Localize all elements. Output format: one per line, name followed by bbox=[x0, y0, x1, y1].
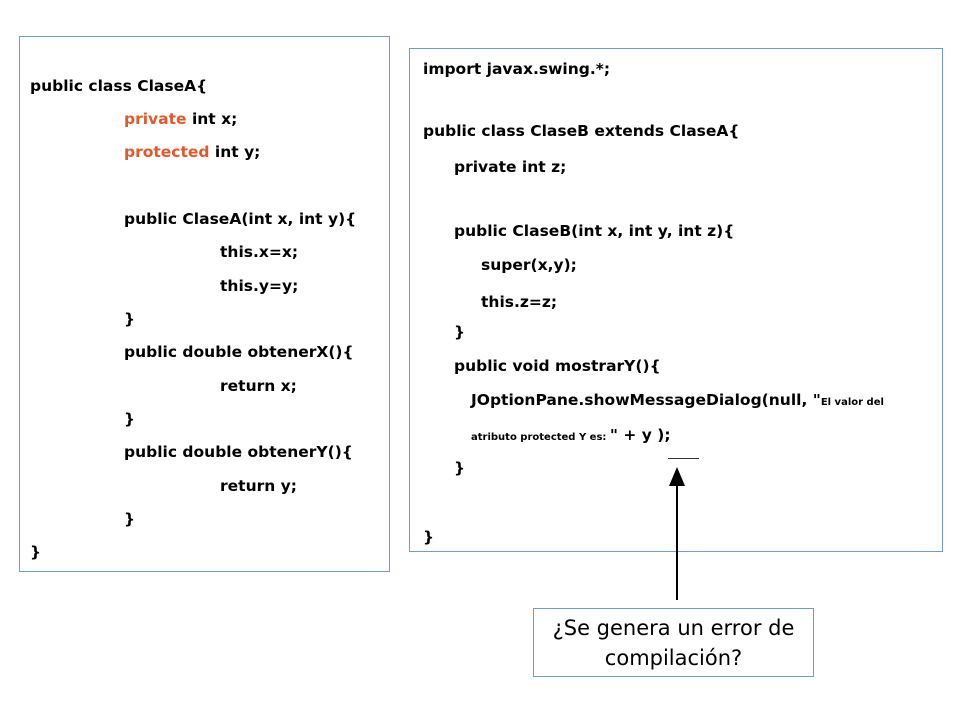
dialog-call-start: JOptionPane.showMessageDialog(null, " bbox=[471, 391, 821, 409]
return-x: return x; bbox=[220, 377, 297, 395]
assign-z: this.z=z; bbox=[481, 293, 558, 311]
dialog-call-line1: JOptionPane.showMessageDialog(null, "El … bbox=[471, 390, 884, 413]
dialog-call-end: " + y ); bbox=[609, 426, 671, 444]
y-underline bbox=[668, 458, 699, 459]
mostrar-y-method: public void mostrarY(){ bbox=[454, 357, 661, 375]
callout-line2: compilación? bbox=[604, 645, 743, 670]
private-keyword: private bbox=[124, 110, 187, 128]
super-call: super(x,y); bbox=[481, 256, 577, 274]
close-constructor-a: } bbox=[124, 310, 136, 328]
obtener-y-method: public double obtenerY(){ bbox=[124, 443, 353, 461]
clase-b-constructor: public ClaseB(int x, int y, int z){ bbox=[454, 222, 735, 240]
close-constructor-b: } bbox=[454, 323, 466, 341]
field-y-rest: int y; bbox=[209, 143, 261, 161]
dialog-call-line2: atributo protected Y es: " + y ); bbox=[471, 425, 671, 448]
clase-b-declaration: public class ClaseB extends ClaseA{ bbox=[423, 122, 740, 140]
close-clase-b: } bbox=[423, 528, 435, 546]
clase-b-code-panel bbox=[409, 48, 943, 552]
field-y-line: protected int y; bbox=[124, 142, 260, 162]
clase-a-constructor: public ClaseA(int x, int y){ bbox=[124, 210, 357, 228]
clase-a-declaration: public class ClaseA{ bbox=[30, 77, 208, 95]
protected-keyword: protected bbox=[124, 143, 210, 161]
close-obtener-x: } bbox=[124, 410, 136, 428]
close-mostrar-y: } bbox=[454, 459, 466, 477]
dialog-message-part2: atributo protected Y es: bbox=[471, 432, 610, 443]
obtener-x-method: public double obtenerX(){ bbox=[124, 343, 354, 361]
callout-line1: ¿Se genera un error de bbox=[552, 615, 795, 640]
close-obtener-y: } bbox=[124, 510, 136, 528]
field-x-rest: int x; bbox=[186, 110, 238, 128]
field-x-line: private int x; bbox=[124, 109, 237, 129]
import-line: import javax.swing.*; bbox=[423, 60, 611, 78]
close-clase-a: } bbox=[30, 543, 42, 561]
question-callout: ¿Se genera un error de compilación? bbox=[533, 608, 814, 677]
assign-x: this.x=x; bbox=[220, 243, 299, 261]
assign-y: this.y=y; bbox=[220, 277, 299, 295]
return-y: return y; bbox=[220, 477, 297, 495]
clase-a-code-panel bbox=[19, 36, 390, 572]
field-z: private int z; bbox=[454, 158, 567, 176]
dialog-message-part1: El valor del bbox=[820, 397, 884, 408]
